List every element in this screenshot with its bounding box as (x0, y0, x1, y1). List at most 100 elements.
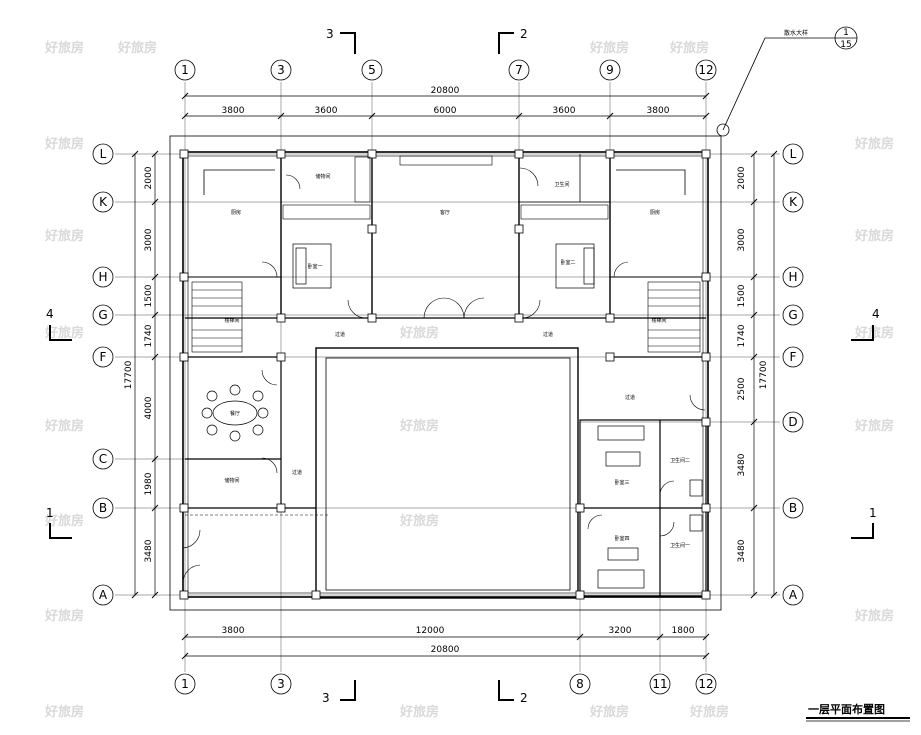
axis-bubbles (92, 59, 804, 695)
axis-label-left: B (99, 501, 107, 515)
watermark: 好旅房 (399, 418, 439, 434)
watermark: 好旅房 (117, 40, 157, 56)
watermark: 好旅房 (589, 704, 629, 720)
room-label: 过道 (292, 469, 302, 476)
watermark: 好旅房 (854, 136, 894, 152)
watermark: 好旅房 (399, 325, 439, 341)
room-label: 储物间 (224, 477, 239, 484)
dim-top-segment: 3600 (315, 106, 338, 116)
axis-label-bottom: 11 (652, 677, 667, 691)
watermark: 好旅房 (669, 40, 709, 56)
detail-callout-top: 1 (843, 28, 849, 38)
dim-left-segment: 1500 (144, 284, 154, 307)
room-label: 厨房 (231, 209, 241, 216)
axis-label-top: 1 (181, 63, 189, 77)
axis-label-bottom: 3 (277, 677, 285, 691)
section-label: 1 (46, 506, 54, 520)
section-label: 3 (322, 691, 330, 705)
axis-label-right: K (789, 195, 798, 209)
dim-top-segment: 3600 (553, 106, 576, 116)
watermark: 好旅房 (399, 704, 439, 720)
room-label: 储物间 (315, 173, 330, 180)
axis-label-top: 5 (368, 63, 376, 77)
stairs (191, 281, 701, 353)
bedroom-furniture (597, 425, 703, 589)
detail-callout-bottom: 15 (840, 40, 851, 50)
section-label: 4 (46, 307, 54, 321)
room-label: 卧室四 (614, 535, 629, 542)
axis-label-left: A (99, 588, 108, 602)
room-label: 卫生间二 (670, 457, 690, 464)
axis-label-bottom: 8 (576, 677, 584, 691)
room-label: 卫生间一 (670, 542, 690, 549)
room-label: 卧室三 (614, 479, 629, 486)
dining-table (201, 384, 269, 442)
watermark: 好旅房 (44, 704, 84, 720)
axis-label-right: G (788, 308, 797, 322)
axis-label-left: H (98, 270, 107, 284)
room-labels: 厨房 厨房 储物间 客厅 卧室一 卧室二 卫生间 楼梯间 楼梯间 过道 过道 过… (224, 173, 690, 549)
section-markers (49, 32, 874, 701)
watermark: 好旅房 (44, 325, 84, 341)
dim-left-segment: 4000 (144, 396, 154, 419)
axis-label-top: 12 (698, 63, 713, 77)
dim-bottom-segment: 12000 (416, 626, 445, 636)
axis-label-top: 7 (515, 63, 523, 77)
watermark: 好旅房 (854, 608, 894, 624)
axis-label-top: 3 (277, 63, 285, 77)
doors (182, 167, 706, 583)
room-label: 楼梯间 (651, 317, 666, 324)
dim-right-segment: 1740 (737, 324, 747, 347)
watermark: 好旅房 (854, 228, 894, 244)
dim-right-segment: 1500 (737, 284, 747, 307)
axis-label-left: F (100, 350, 107, 364)
section-label: 3 (326, 27, 334, 41)
dim-bottom-segment: 3800 (222, 626, 245, 636)
axis-lines (115, 82, 780, 672)
axis-label-bottom: 1 (181, 677, 189, 691)
axis-labels: 1 3 5 7 9 12 1 3 8 11 12 L K H G F C B A… (98, 63, 798, 691)
drawing-title-block: 一层平面布置图 (806, 702, 910, 722)
watermark: 好旅房 (44, 513, 84, 529)
room-label: 过道 (335, 331, 345, 338)
dim-left-segment: 1740 (144, 324, 154, 347)
section-label: 4 (872, 307, 880, 321)
dim-right-segment: 3480 (737, 539, 747, 562)
detail-callout: 散水大样 1 15 (716, 26, 858, 137)
axis-label-right: A (789, 588, 798, 602)
axis-label-bottom: 12 (698, 677, 713, 691)
room-label: 卧室一 (307, 263, 322, 270)
watermark: 好旅房 (854, 325, 894, 341)
dimension-lines (134, 95, 775, 657)
dim-right-segment: 3480 (737, 453, 747, 476)
dim-top-segment: 3800 (222, 106, 245, 116)
dim-left-segment: 3000 (144, 228, 154, 251)
dim-bottom-segment: 1800 (672, 626, 695, 636)
watermark: 好旅房 (44, 136, 84, 152)
axis-label-right: D (788, 415, 797, 429)
room-label: 过道 (625, 394, 635, 401)
wardrobes (282, 155, 609, 220)
dimension-ticks (131, 92, 778, 660)
dim-top-segment: 6000 (434, 106, 457, 116)
axis-label-left: L (100, 147, 107, 161)
drawing-title: 一层平面布置图 (808, 702, 885, 716)
axis-label-left: C (99, 452, 107, 466)
dim-bottom-segment: 3200 (609, 626, 632, 636)
section-label: 2 (520, 27, 528, 41)
section-label: 2 (520, 691, 528, 705)
watermark: 好旅房 (44, 228, 84, 244)
axis-label-right: H (788, 270, 797, 284)
watermark: 好旅房 (854, 418, 894, 434)
watermark: 好旅房 (399, 513, 439, 529)
watermark: 好旅房 (689, 704, 729, 720)
axis-label-right: L (790, 147, 797, 161)
watermark: 好旅房 (44, 40, 84, 56)
dim-top-segment: 3800 (647, 106, 670, 116)
axis-label-left: G (98, 308, 107, 322)
room-label: 卧室二 (560, 259, 575, 266)
axis-label-right: B (789, 501, 797, 515)
watermark: 好旅房 (44, 418, 84, 434)
section-label: 1 (869, 506, 877, 520)
